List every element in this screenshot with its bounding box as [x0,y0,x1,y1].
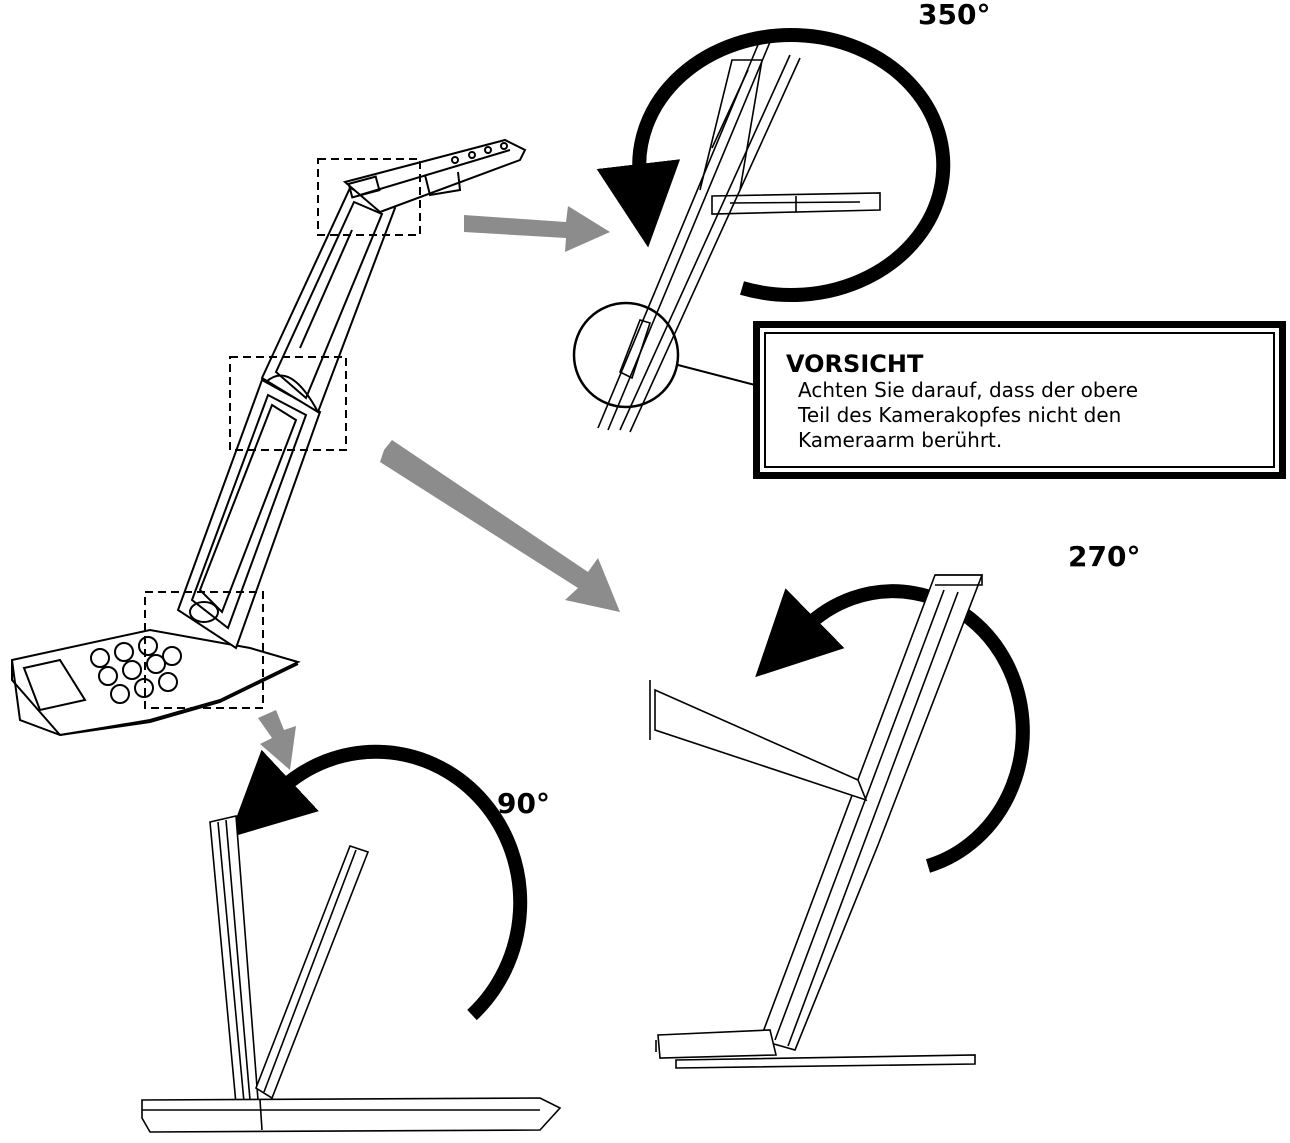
caution-title: VORSICHT [786,350,924,378]
focus-boxes [144,158,421,709]
caution-text-line-2: Teil des Kamerakopfes nicht den [798,403,1122,427]
view-270-degrees: 270° [649,540,1140,1069]
view-350-degrees: 350° [572,0,990,433]
caution-inner-frame: VORSICHT Achten Sie darauf, dass der obe… [764,332,1275,468]
caution-text-line-1: Achten Sie darauf, dass der obere [798,378,1139,402]
view-90-degrees: 90° [141,744,562,1133]
angle-label-90: 90° [497,787,550,820]
detail-magnifier-circle [572,301,680,409]
angle-label-270: 270° [1068,540,1140,573]
arrow-to-350 [464,206,610,252]
caution-box: VORSICHT Achten Sie darauf, dass der obe… [753,321,1286,479]
angle-label-350: 350° [918,0,990,31]
rotation-arrow-270 [755,584,1030,873]
rotation-arrow-90 [228,744,528,1021]
rotation-arrow-350 [596,28,951,303]
focus-box-base-joint [144,591,264,709]
arrow-to-90 [258,710,296,770]
main-document-camera [10,138,527,737]
caution-text-line-3: Kameraarm berührt. [798,428,1003,452]
focus-box-arm-joint [229,356,347,451]
arrow-to-270 [380,440,620,612]
caution-leader-line [677,364,756,386]
focus-box-camera-joint [317,158,421,236]
